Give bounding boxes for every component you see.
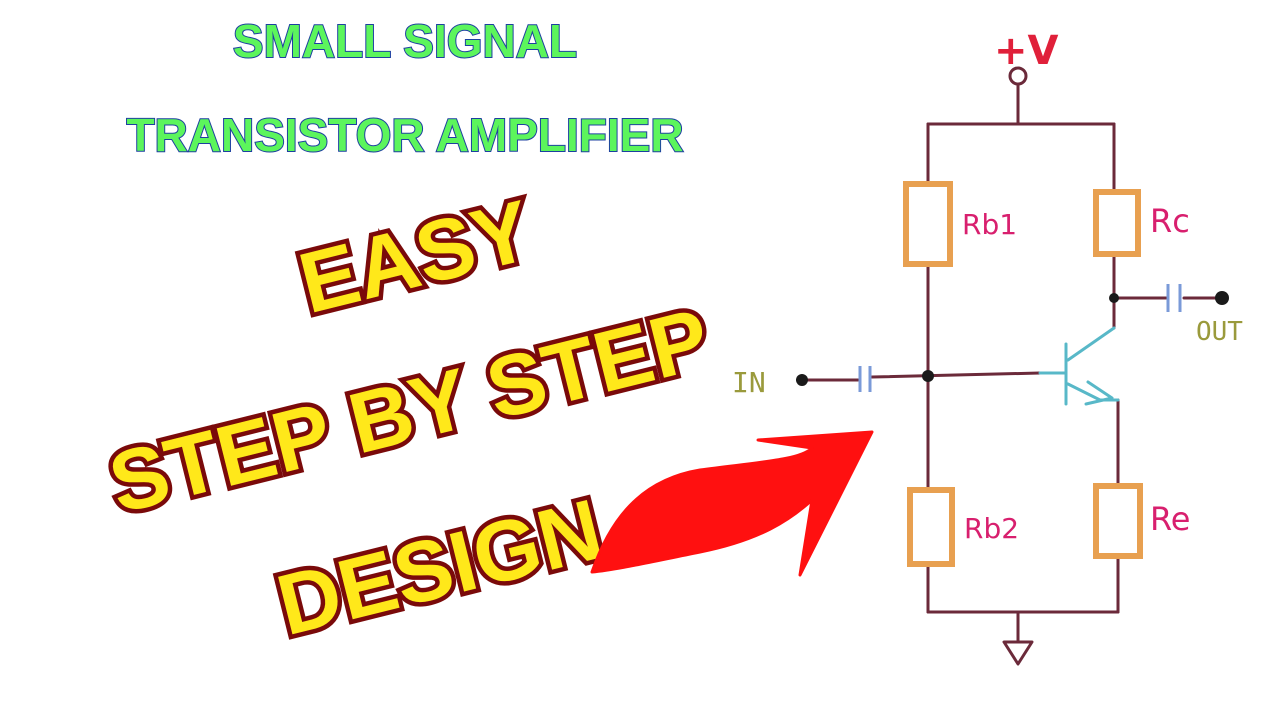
junction-output xyxy=(1109,293,1119,303)
output-label: OUT xyxy=(1196,317,1243,347)
ground-icon xyxy=(1002,640,1034,666)
circuit-wires xyxy=(804,82,1220,642)
resistor-re-icon xyxy=(1093,483,1143,559)
resistors xyxy=(903,181,1143,567)
input-terminal-icon xyxy=(796,374,808,386)
npn-transistor-icon xyxy=(1038,326,1120,406)
supply-label: +V xyxy=(994,28,1059,74)
label-rc: Rc xyxy=(1150,202,1190,240)
supply-terminal-icon xyxy=(1008,66,1028,86)
title-line-1: SMALL SIGNAL xyxy=(232,14,578,68)
output-terminal-icon xyxy=(1215,291,1229,305)
label-rb2: Rb2 xyxy=(964,512,1019,545)
label-re: Re xyxy=(1150,500,1190,538)
input-label: IN xyxy=(732,366,766,399)
red-arrow-icon xyxy=(590,430,874,577)
resistor-rc-icon xyxy=(1093,189,1141,257)
label-rb1: Rb1 xyxy=(962,208,1017,241)
junction-base xyxy=(922,370,934,382)
resistor-rb2-icon xyxy=(907,487,955,567)
title-line-2: TRANSISTOR AMPLIFIER xyxy=(125,108,684,162)
capacitors xyxy=(858,284,1182,392)
resistor-rb1-icon xyxy=(903,181,953,267)
